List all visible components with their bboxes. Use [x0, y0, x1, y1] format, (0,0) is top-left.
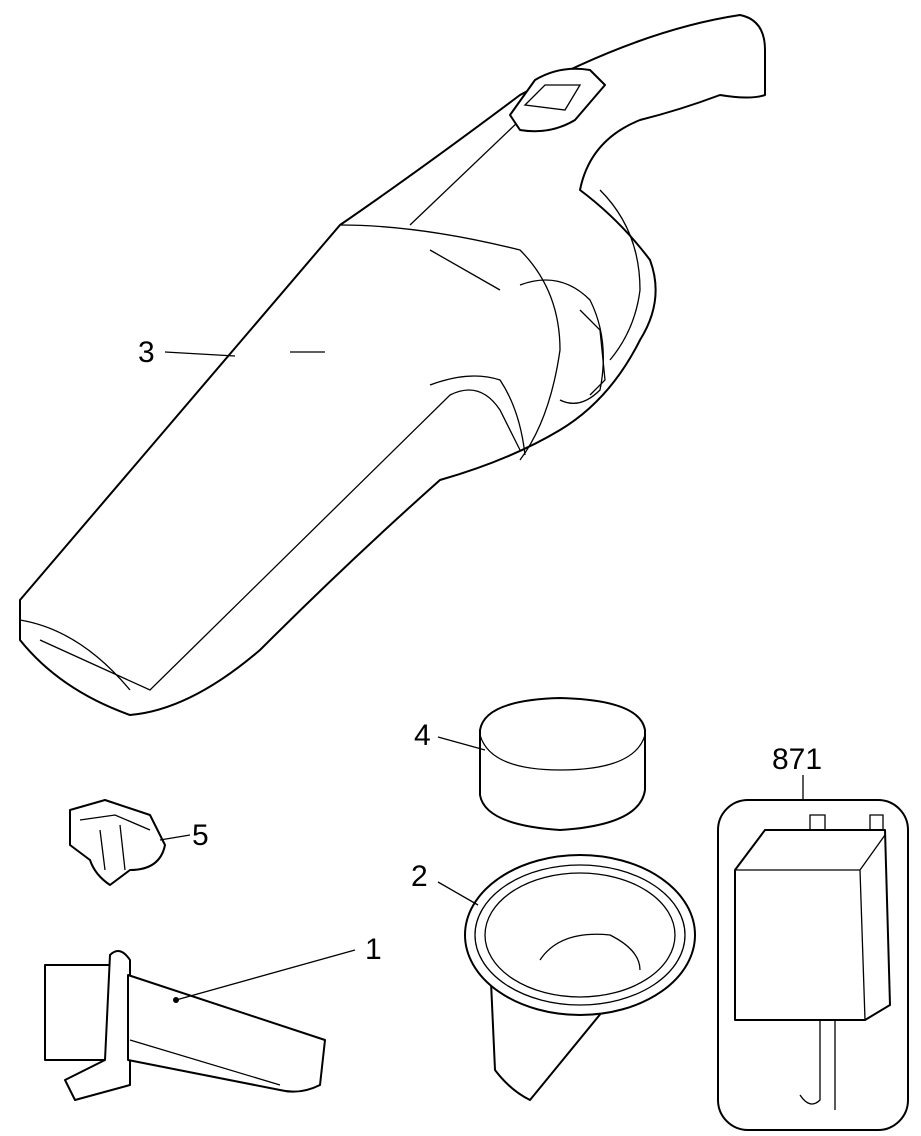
filter-drawing	[479, 697, 646, 831]
leader-line-5	[159, 834, 191, 841]
part-label-5: 5	[192, 819, 209, 852]
part-label-1: 1	[365, 933, 382, 966]
leader-line-2	[437, 881, 479, 906]
part-label-4: 4	[414, 719, 431, 752]
part-label-2: 2	[411, 860, 428, 893]
part-label-3: 3	[138, 336, 155, 369]
leader-line-1	[175, 949, 356, 1001]
crevice-tool-drawing	[44, 950, 326, 1101]
charger-drawing	[717, 799, 909, 1131]
filter-holder-drawing	[464, 854, 696, 1101]
part-label-871: 871	[772, 743, 823, 776]
leader-line-4	[437, 736, 486, 751]
latch-drawing	[69, 799, 166, 886]
vacuum-body-drawing	[19, 14, 766, 716]
leader-line-3	[164, 351, 236, 357]
